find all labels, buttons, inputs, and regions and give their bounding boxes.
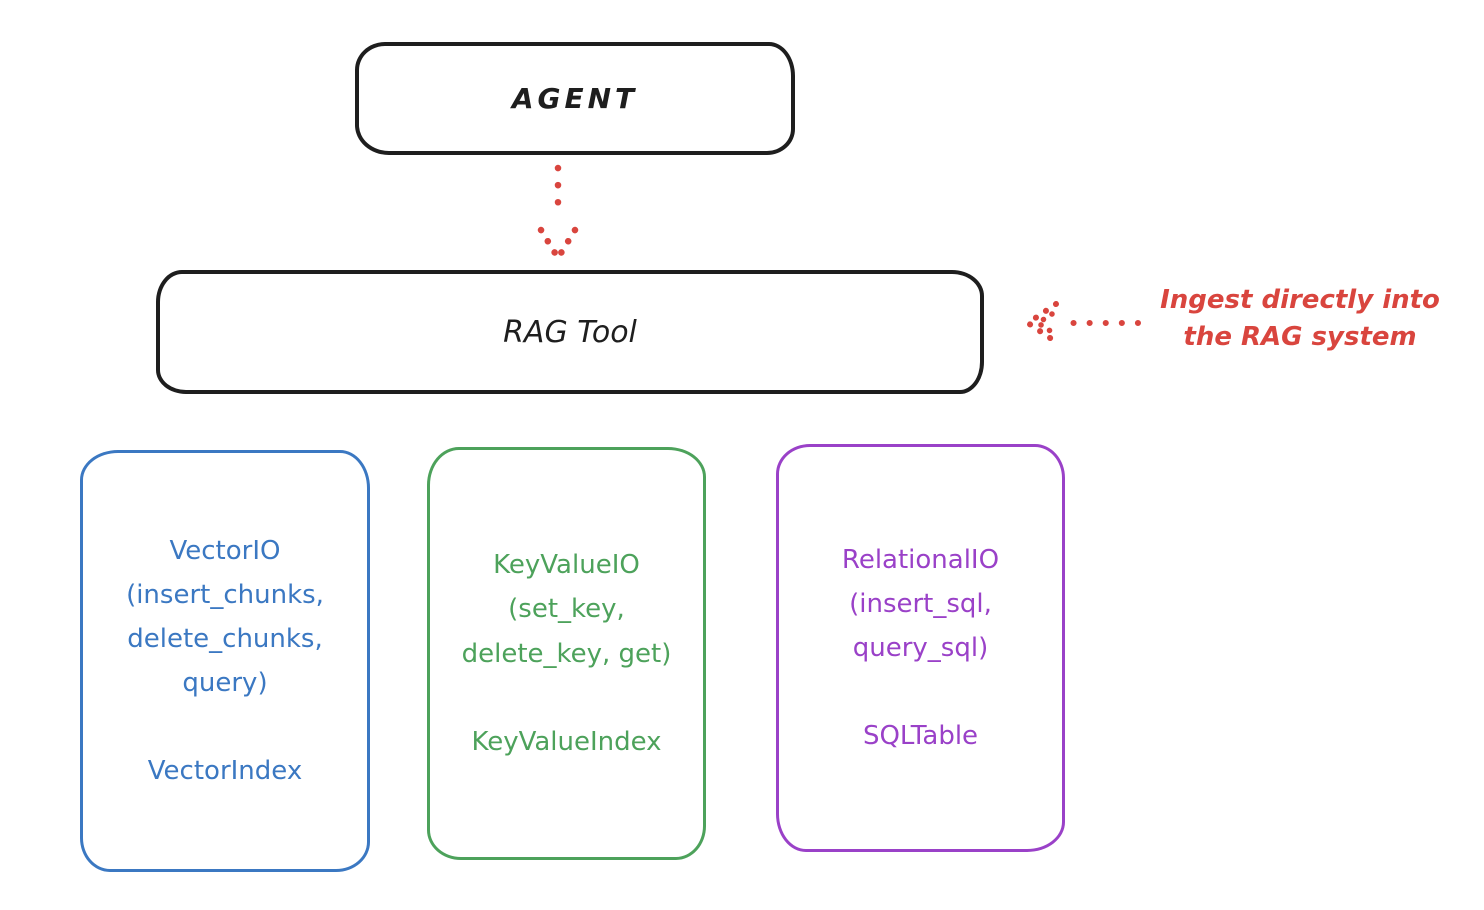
keyvalueindex-label: KeyValueIndex (471, 726, 662, 757)
ingest-annotation-text: Ingest directly into the RAG system (1160, 285, 1440, 352)
agent-node: AGENT (355, 42, 795, 155)
store-box-vectorio: VectorIO (insert_chunks, delete_chunks, … (80, 450, 370, 872)
store-box-relationalio: RelationalIO (insert_sql, query_sql) SQL… (776, 444, 1065, 852)
agent-label: AGENT (511, 82, 639, 115)
sqltable-label: SQLTable (862, 721, 979, 752)
arrow-left-ingest-icon (1022, 301, 1141, 345)
store-box-keyvalueio: KeyValueIO (set_key, delete_key, get) Ke… (427, 447, 706, 860)
arrow-down-agent-to-rag-icon (537, 164, 579, 262)
relationalio-label: RelationalIO (insert_sql, query_sql) (841, 544, 1000, 663)
keyvalueio-label: KeyValueIO (set_key, delete_key, get) (461, 550, 672, 669)
vectorio-label: VectorIO (insert_chunks, delete_chunks, … (126, 535, 324, 699)
rag-tool-node: RAG Tool (156, 270, 984, 394)
vectorindex-label: VectorIndex (147, 756, 303, 787)
rag-tool-label: RAG Tool (503, 314, 637, 350)
